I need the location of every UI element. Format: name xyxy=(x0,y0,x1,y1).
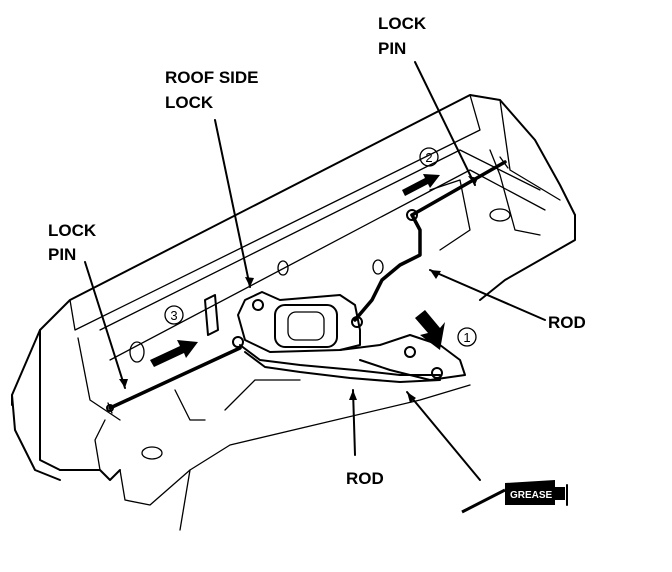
arrow-step2 xyxy=(402,174,440,196)
step-marker-2: 2 xyxy=(419,147,439,167)
roof-panel xyxy=(11,94,576,531)
label-lock-pin-top-line2: PIN xyxy=(378,39,406,58)
label-rod-bottom: ROD xyxy=(346,469,384,488)
grease-tube-icon: GREASE xyxy=(461,480,568,514)
lock-pin-right xyxy=(406,156,509,221)
arrow-step1 xyxy=(415,310,445,350)
label-lock-pin-left: LOCK PIN xyxy=(48,221,97,264)
label-lock-pin-left-line1: LOCK xyxy=(48,221,97,240)
step-marker-3: 3 xyxy=(164,305,184,325)
label-lock-pin-top: LOCK PIN xyxy=(378,14,427,58)
label-rod-right: ROD xyxy=(548,313,586,332)
arrow-step3 xyxy=(150,340,198,367)
leader-lines xyxy=(84,61,546,481)
step-number-3: 3 xyxy=(170,308,177,323)
step-number-1: 1 xyxy=(463,330,470,345)
lock-pin-left xyxy=(106,346,242,414)
label-roof-side-lock-line1: ROOF SIDE xyxy=(165,68,259,87)
label-roof-side-lock-line2: LOCK xyxy=(165,93,214,112)
grease-label: GREASE xyxy=(510,490,553,501)
label-lock-pin-left-line2: PIN xyxy=(48,245,76,264)
step-marker-1: 1 xyxy=(457,327,477,347)
step-number-2: 2 xyxy=(425,150,432,165)
label-roof-side-lock: ROOF SIDE LOCK xyxy=(165,68,259,112)
label-lock-pin-top-line1: LOCK xyxy=(378,14,427,33)
